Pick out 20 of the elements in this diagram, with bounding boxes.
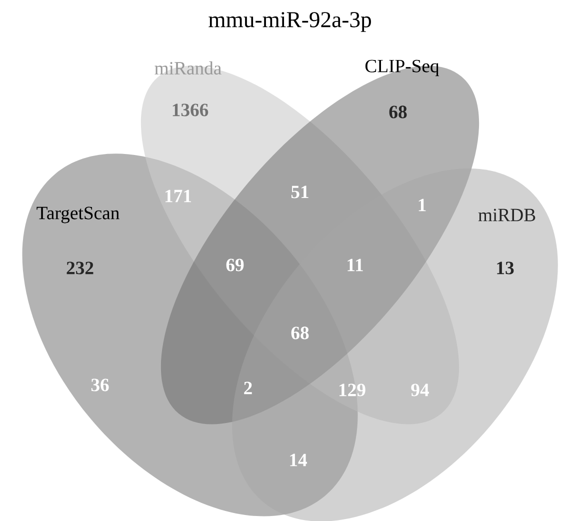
region-count: 13 [497, 262, 514, 274]
region-count: 94 [411, 384, 429, 396]
region-count: 1366 [172, 104, 208, 116]
title: mmu-miR-92a-3p [208, 12, 371, 32]
region-count: 232 [66, 262, 94, 274]
region-count: 129 [340, 384, 366, 396]
region-count: 171 [166, 190, 192, 202]
region-count: 36 [91, 378, 109, 392]
set-label: miRanda [154, 61, 222, 75]
region-count: 14 [290, 454, 307, 466]
region-count: 1 [418, 198, 426, 212]
set-label: CLIP-Seq [365, 60, 439, 76]
region-count: 68 [291, 326, 309, 340]
set-label: miRDB [478, 208, 536, 222]
region-count: 69 [226, 258, 244, 272]
region-count: 11 [348, 258, 363, 272]
region-count: 68 [389, 106, 407, 118]
region-count: 51 [291, 186, 308, 198]
region-count: 2 [244, 382, 252, 394]
set-label: TargetScan [36, 206, 120, 224]
